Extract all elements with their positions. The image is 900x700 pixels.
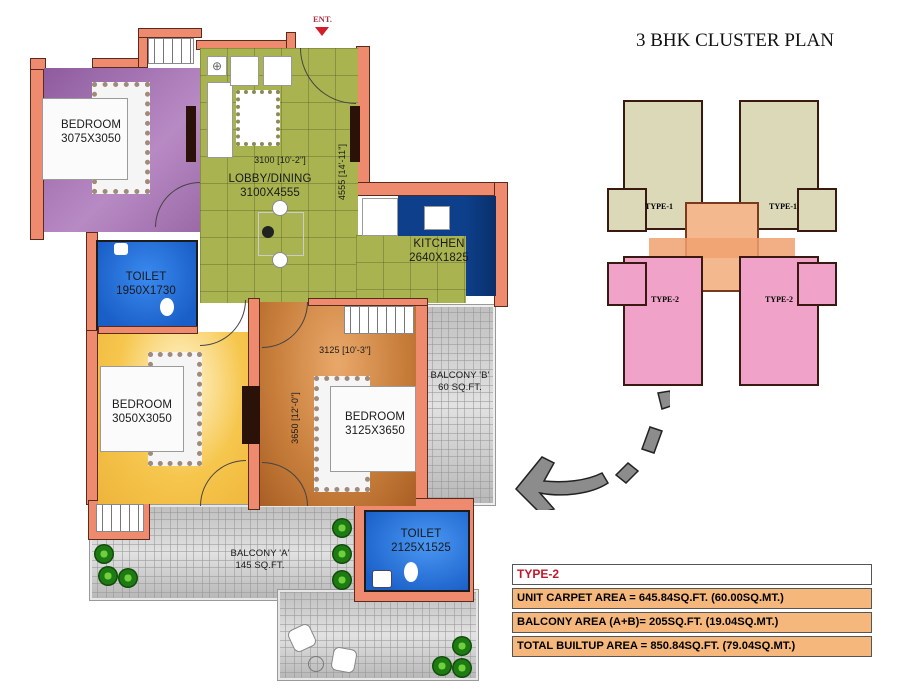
- armchair-1: [230, 56, 259, 86]
- area-row-balcony: BALCONY AREA (A+B)= 205SQ.FT. (19.04SQ.M…: [512, 612, 872, 633]
- wall-bedroom3-right: [414, 298, 428, 508]
- lobby-label: LOBBY/DINING 3100X4555: [220, 172, 320, 200]
- balcony-a-area: 145 SQ.FT.: [235, 560, 285, 571]
- balcony-a-name: BALCONY 'A': [230, 548, 290, 559]
- bedroom-1-bed: [42, 98, 128, 180]
- plant-icon: [432, 656, 452, 676]
- kitchen-counter-right: [466, 196, 496, 296]
- toilet-2-basin-icon: [372, 570, 392, 588]
- plant-icon: [452, 658, 472, 678]
- balcony-b-area: 60 SQ.FT.: [438, 382, 482, 393]
- toilet-1-basin-icon: [114, 243, 128, 255]
- plant-icon: [332, 544, 352, 564]
- dining-chair: [272, 200, 288, 216]
- plant-icon: [332, 570, 352, 590]
- cluster-type2-left-wing: [607, 262, 647, 306]
- wall-bedroom1-top-left: [30, 58, 46, 70]
- area-table: TYPE-2 UNIT CARPET AREA = 645.84SQ.FT. (…: [512, 564, 872, 657]
- lobby-name: LOBBY/DINING: [228, 173, 312, 185]
- lobby-size: 3100X4555: [240, 187, 300, 199]
- toilet-1-label: TOILET 1950X1730: [100, 270, 192, 298]
- cluster-type2-right-wing: [797, 262, 837, 306]
- sofa: [207, 82, 233, 158]
- pointer-arrow-icon: [514, 390, 670, 510]
- kitchen-label: KITCHEN 2640X1825: [400, 237, 478, 265]
- cluster-type2-left-label: TYPE-2: [651, 295, 679, 304]
- bedroom-3-name: BEDROOM: [344, 411, 406, 423]
- wall-bedroom2-left: [86, 330, 98, 505]
- bedroom-3-width-dim: 3125 [10'-3"]: [319, 345, 371, 355]
- lobby-height-dim: 4555 [14'-11"]: [337, 143, 347, 201]
- armchair-2: [263, 56, 292, 86]
- balcony-b-label: BALCONY 'B' 60 SQ.FT.: [425, 370, 495, 394]
- plant-icon: [98, 566, 118, 586]
- wall-bedroom3-top: [308, 298, 428, 306]
- lamp-icon: ⊕: [207, 56, 227, 76]
- kitchen-floor: [356, 235, 466, 303]
- bedroom-2-name: BEDROOM: [111, 399, 173, 411]
- bedroom-1-name: BEDROOM: [60, 119, 122, 131]
- cluster-type1-left-label: TYPE-1: [645, 202, 673, 211]
- wardrobe-bedroom2: [96, 504, 144, 532]
- kitchen-sink-icon: [424, 206, 450, 230]
- cluster-type1-right-wing: [797, 188, 837, 232]
- cluster-corridor: [649, 238, 795, 258]
- lobby-width-dim: 3100 [10'-2"]: [254, 155, 306, 165]
- entrance-arrow-icon: [315, 27, 329, 36]
- wall-wardrobe-top: [138, 28, 202, 38]
- lobby-window: [350, 106, 360, 162]
- toilet-1-size: 1950X1730: [116, 285, 176, 297]
- floor-plan: BALCONY 'A' 145 SQ.FT. BALCONY 'B' 60 SQ…: [30, 28, 508, 681]
- bedroom-2-bed: [100, 366, 184, 452]
- balcony-b-name: BALCONY 'B': [430, 370, 490, 381]
- cluster-type1-left-wing: [607, 188, 647, 232]
- bedroom-1-size: 3075X3050: [61, 133, 121, 145]
- plant-icon: [118, 568, 138, 588]
- bedroom-3-height-dim: 3650 [12'-0"]: [290, 392, 300, 444]
- bedroom-2-label: BEDROOM 3050X3050: [100, 398, 184, 426]
- bedroom-3-size: 3125X3650: [345, 425, 405, 437]
- toilet-2-name: TOILET: [400, 528, 442, 540]
- plant-icon: [94, 544, 114, 564]
- dining-chair: [272, 252, 288, 268]
- balcony-b: [424, 304, 496, 506]
- area-row-carpet: UNIT CARPET AREA = 645.84SQ.FT. (60.00SQ…: [512, 588, 872, 609]
- kitchen-fridge: [362, 198, 398, 236]
- toilet-2-label: TOILET 2125X1525: [376, 527, 466, 555]
- area-table-type: TYPE-2: [512, 564, 872, 585]
- balcony-a-label: BALCONY 'A' 145 SQ.FT.: [210, 548, 310, 572]
- kitchen-size: 2640X1825: [409, 252, 469, 264]
- bedroom-3-label: BEDROOM 3125X3650: [332, 410, 418, 438]
- cluster-type1-right-label: TYPE-1: [769, 202, 797, 211]
- plant-icon: [332, 518, 352, 538]
- toilet-2-wc-icon: [404, 562, 418, 582]
- wardrobe-top: [148, 38, 194, 64]
- bedroom-1-label: BEDROOM 3075X3050: [46, 118, 136, 146]
- wall-bedroom2-top: [98, 326, 198, 334]
- area-row-builtup: TOTAL BUILTUP AREA = 850.84SQ.FT. (79.04…: [512, 636, 872, 657]
- bedroom-1-window: [186, 106, 196, 162]
- balcony-chair: [330, 646, 358, 674]
- page-title: 3 BHK CLUSTER PLAN: [636, 30, 834, 51]
- toilet-1-name: TOILET: [125, 271, 167, 283]
- coffee-table: [236, 90, 280, 146]
- toilet-2-size: 2125X1525: [391, 542, 451, 554]
- bedroom-2-size: 3050X3050: [112, 413, 172, 425]
- wardrobe-bedroom3: [344, 306, 414, 334]
- bedroom-3-bed: [330, 386, 416, 472]
- wall-kitchen-right: [494, 182, 508, 307]
- dining-chair: [262, 226, 274, 238]
- balcony-table: [308, 656, 324, 672]
- cluster-plan: TYPE-1 TYPE-1 TYPE-2 TYPE-2: [605, 92, 837, 404]
- cluster-type2-right-label: TYPE-2: [765, 295, 793, 304]
- kitchen-name: KITCHEN: [413, 238, 465, 250]
- wall-kitchen-top: [356, 182, 508, 196]
- plant-icon: [452, 636, 472, 656]
- toilet-1: [96, 240, 198, 330]
- entrance-label: ENT.: [313, 14, 332, 24]
- toilet-1-wc-icon: [160, 298, 174, 316]
